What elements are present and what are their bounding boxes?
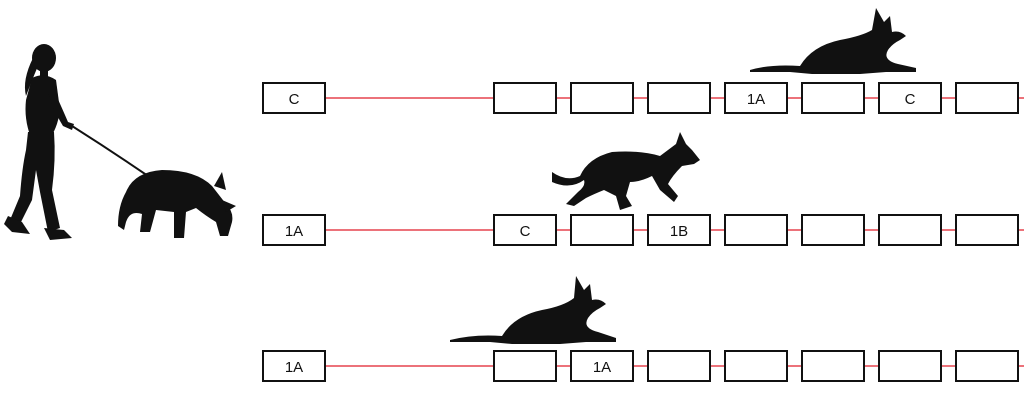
scent-box — [724, 214, 788, 246]
scent-box: 1B — [647, 214, 711, 246]
lying-dog-icon — [450, 276, 616, 344]
scent-box: 1A — [570, 350, 634, 382]
start-box-label: 1A — [285, 359, 303, 376]
scent-box — [955, 350, 1019, 382]
leash-line — [71, 125, 149, 177]
handler-with-dog-icon — [4, 44, 236, 240]
scent-box — [801, 214, 865, 246]
scent-box — [878, 350, 942, 382]
scent-box: 1A — [724, 82, 788, 114]
sniffing-dog-icon — [118, 170, 236, 238]
trotting-dog-icon — [552, 132, 700, 210]
start-box: 1A — [262, 350, 326, 382]
lying-dog-icon — [750, 8, 916, 74]
scent-box — [878, 214, 942, 246]
row-1: C 1A C — [262, 8, 1024, 114]
row-3: 1A 1A — [262, 276, 1024, 382]
start-box: C — [262, 82, 326, 114]
scent-box-label: 1A — [747, 91, 765, 108]
handler-icon — [4, 44, 74, 240]
scent-box — [955, 82, 1019, 114]
scent-box: C — [878, 82, 942, 114]
start-box-label: 1A — [285, 223, 303, 240]
scent-box — [724, 350, 788, 382]
scent-box — [647, 350, 711, 382]
scent-box: C — [493, 214, 557, 246]
scent-box — [570, 214, 634, 246]
start-box: 1A — [262, 214, 326, 246]
scent-box — [955, 214, 1019, 246]
scent-box-label: C — [520, 223, 531, 240]
scent-box — [647, 82, 711, 114]
scent-box — [801, 350, 865, 382]
scent-box-label: 1B — [670, 223, 688, 240]
scent-box — [493, 82, 557, 114]
scent-box — [801, 82, 865, 114]
row-2: 1A C 1B — [262, 132, 1024, 246]
scent-box-label: 1A — [593, 359, 611, 376]
scent-box — [493, 350, 557, 382]
scent-box — [570, 82, 634, 114]
start-box-label: C — [289, 91, 300, 108]
scent-box-label: C — [905, 91, 916, 108]
